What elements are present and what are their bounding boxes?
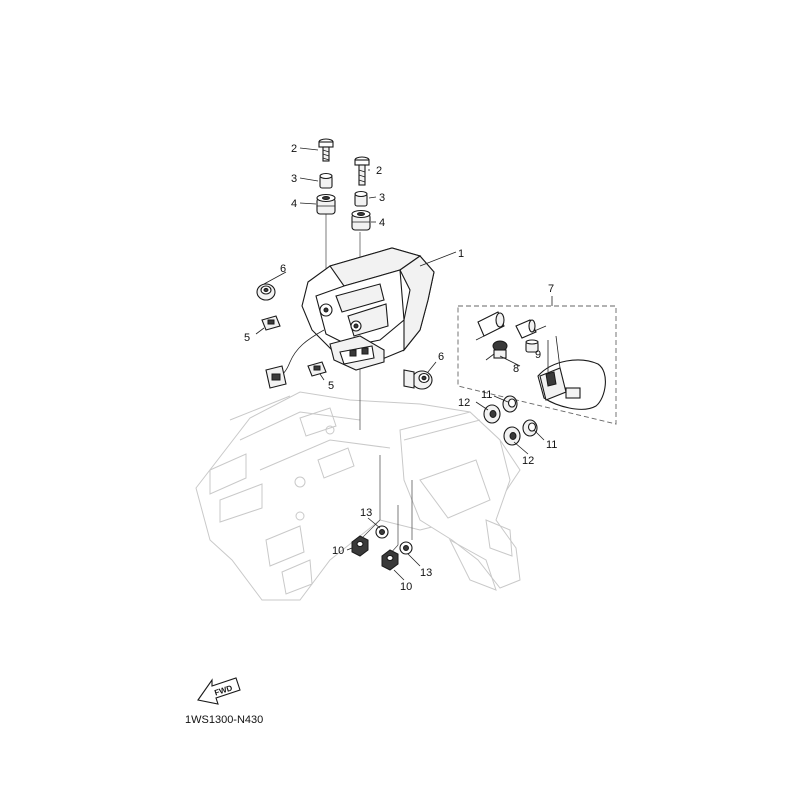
damper-right [403, 369, 433, 390]
callout-6-left: 6 [280, 263, 286, 275]
callout-13-right: 13 [420, 567, 432, 579]
bulb-socket [485, 340, 508, 361]
callout-4-left: 4 [291, 198, 297, 210]
callout-8: 8 [513, 363, 519, 375]
washer-left [375, 525, 389, 539]
callout-5-lower: 5 [328, 380, 334, 392]
nut-right [381, 549, 399, 571]
collar-right [354, 190, 368, 207]
callout-7: 7 [548, 283, 554, 295]
tail-light-housing [265, 247, 435, 389]
rear-frame [195, 391, 521, 601]
clip-lower [307, 361, 327, 377]
callout-6-right: 6 [438, 351, 444, 363]
callout-13-left: 13 [360, 507, 372, 519]
screw-right [354, 156, 370, 186]
turn-signal-lamp [537, 335, 606, 410]
callout-11-upper: 11 [481, 389, 492, 401]
callout-labels: 1 2 2 3 3 4 4 5 5 6 6 7 8 9 10 10 11 11 … [244, 143, 557, 593]
callout-11-lower: 11 [546, 439, 557, 451]
washer-right [399, 541, 413, 555]
leader-lines [255, 147, 547, 581]
callout-1: 1 [458, 248, 464, 260]
clip-upper [261, 315, 281, 331]
callout-10-right: 10 [400, 581, 412, 593]
nut-upper [483, 404, 501, 424]
fwd-arrow-icon: FWD [197, 677, 241, 705]
callout-10-left: 10 [332, 545, 344, 557]
callout-2-left: 2 [291, 143, 297, 155]
spacer-upper [502, 395, 518, 413]
screw-left [318, 138, 334, 162]
callout-9: 9 [535, 349, 541, 361]
callout-12-lower: 12 [522, 455, 534, 467]
callout-2-right: 2 [376, 165, 382, 177]
damper-left [256, 283, 276, 301]
nut-lower [503, 426, 521, 446]
bulb-cap [525, 339, 539, 353]
callout-4-right: 4 [379, 217, 385, 229]
turn-signal-assembly-box [457, 296, 617, 425]
callout-3-right: 3 [379, 192, 385, 204]
grommet-left [316, 193, 336, 215]
callout-12-upper: 12 [458, 397, 470, 409]
diagram-code: 1WS1300-N430 [185, 714, 263, 726]
grommet-right [351, 209, 371, 231]
bulb-large [475, 311, 505, 341]
spacer-lower [522, 419, 538, 437]
callout-5-upper: 5 [244, 332, 250, 344]
collar-left [319, 172, 333, 189]
callout-3-left: 3 [291, 173, 297, 185]
bulb-small [515, 319, 537, 339]
nut-left [351, 535, 369, 557]
